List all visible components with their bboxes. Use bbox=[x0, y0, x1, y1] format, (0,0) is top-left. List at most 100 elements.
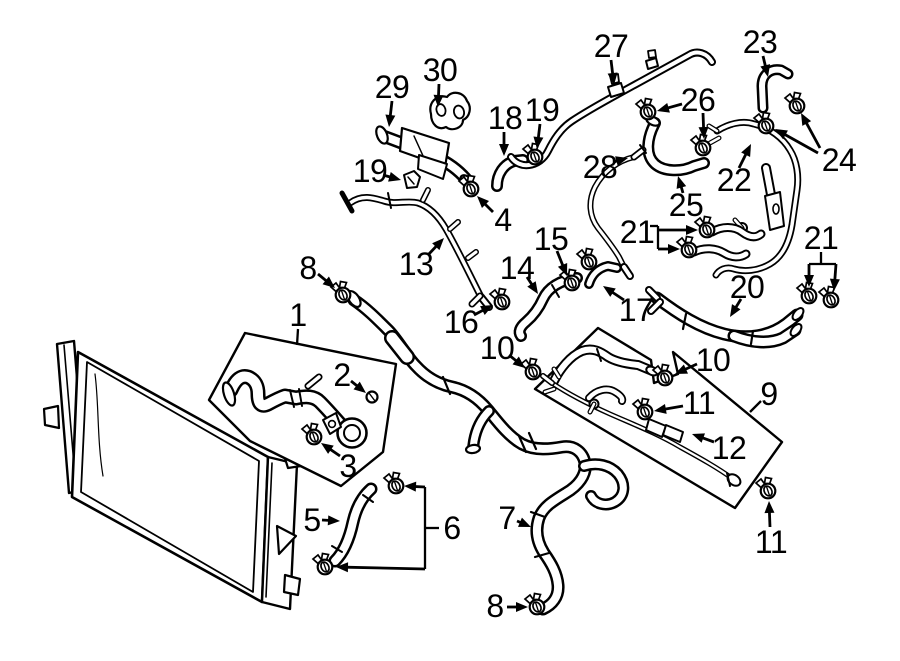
callout-label-17[interactable]: 17 bbox=[619, 292, 654, 328]
callout-label-20[interactable]: 20 bbox=[730, 269, 765, 305]
callout-label-10[interactable]: 10 bbox=[696, 342, 731, 378]
hose-collar bbox=[681, 312, 755, 346]
hose-clamp-icon[interactable] bbox=[523, 592, 546, 616]
callout-label-26[interactable]: 26 bbox=[681, 82, 716, 118]
hose-clamp-icon[interactable] bbox=[311, 552, 334, 576]
hose-clamp-icon[interactable] bbox=[754, 476, 777, 500]
radiator-left-bracket bbox=[42, 404, 61, 430]
pipe-core bbox=[509, 50, 714, 168]
hose-clamp-icon[interactable] bbox=[689, 133, 712, 157]
callout-label-10[interactable]: 10 bbox=[480, 330, 515, 366]
callout-label-12[interactable]: 12 bbox=[712, 430, 747, 466]
callout-arrowhead bbox=[527, 281, 538, 294]
callout-label-22[interactable]: 22 bbox=[717, 162, 752, 198]
callout-label-5[interactable]: 5 bbox=[303, 502, 321, 538]
connector-tube-core bbox=[586, 263, 620, 287]
callout-label-24[interactable]: 24 bbox=[822, 142, 857, 178]
callout-label-16[interactable]: 16 bbox=[444, 304, 479, 340]
part-27-vent-pipe[interactable] bbox=[507, 48, 716, 170]
callout-label-29[interactable]: 29 bbox=[375, 69, 410, 105]
callout-label-19[interactable]: 19 bbox=[353, 153, 388, 189]
part-5-lower-hose[interactable] bbox=[328, 482, 378, 568]
pipe-clip bbox=[645, 57, 659, 70]
callout-label-8[interactable]: 8 bbox=[299, 250, 317, 286]
part-28-pipe[interactable] bbox=[587, 144, 647, 280]
callout-label-19[interactable]: 19 bbox=[525, 92, 560, 128]
callout-arrowhead bbox=[433, 94, 444, 107]
part-25-hose[interactable] bbox=[642, 114, 710, 177]
callout-label-30[interactable]: 30 bbox=[423, 52, 458, 88]
pipe-tick bbox=[639, 144, 647, 154]
hose-clamp-icon[interactable] bbox=[519, 357, 542, 381]
callout-label-28[interactable]: 28 bbox=[583, 149, 618, 185]
callout-label-2[interactable]: 2 bbox=[333, 357, 351, 393]
hose-clamp-icon[interactable] bbox=[382, 471, 405, 495]
callout-label-14[interactable]: 14 bbox=[500, 250, 535, 286]
hose-collar bbox=[441, 375, 551, 559]
callout-label-21[interactable]: 21 bbox=[620, 214, 655, 250]
hose-collar bbox=[289, 388, 303, 408]
callout-arrowhead bbox=[741, 144, 751, 157]
callout-label-3[interactable]: 3 bbox=[339, 448, 357, 484]
pipe-core bbox=[714, 120, 800, 277]
hose-clamp-icon[interactable] bbox=[634, 97, 657, 121]
hose-clamp-icon[interactable] bbox=[817, 285, 840, 309]
callout-label-6[interactable]: 6 bbox=[443, 510, 461, 546]
hose-branch-core bbox=[580, 460, 627, 508]
callout-arrowhead bbox=[615, 156, 628, 166]
callout-label-9[interactable]: 9 bbox=[760, 376, 778, 412]
pipe-tip-core bbox=[622, 265, 632, 278]
callout-arrow-line bbox=[804, 120, 822, 149]
part-14-hose[interactable] bbox=[513, 272, 583, 342]
hose-clamp-icon[interactable] bbox=[575, 247, 598, 271]
hose-branch-core bbox=[469, 407, 493, 452]
callout-arrowhead bbox=[603, 286, 616, 297]
pipe-stub-core bbox=[708, 136, 721, 145]
callout-arrowhead bbox=[668, 244, 680, 254]
callout-arrow-line bbox=[833, 263, 838, 283]
callout-label-27[interactable]: 27 bbox=[594, 28, 629, 64]
callout-label-1[interactable]: 1 bbox=[289, 297, 307, 333]
hose-collar bbox=[551, 284, 560, 298]
callout-label-8[interactable]: 8 bbox=[486, 588, 504, 624]
part-7-hose-assembly[interactable] bbox=[345, 289, 630, 616]
callout-arrowhead bbox=[730, 304, 741, 317]
hose-stub-core bbox=[306, 375, 321, 388]
callout-label-25[interactable]: 25 bbox=[669, 187, 704, 223]
callout-label-21[interactable]: 21 bbox=[804, 220, 839, 256]
hose-clamp-icon[interactable] bbox=[783, 91, 806, 115]
part-23-elbow-hose[interactable] bbox=[756, 64, 794, 114]
hose-collar bbox=[596, 348, 602, 362]
callout-label-23[interactable]: 23 bbox=[743, 24, 778, 60]
pipe-opening bbox=[375, 125, 389, 145]
part-17-connector[interactable] bbox=[584, 261, 622, 289]
callout-label-15[interactable]: 15 bbox=[534, 221, 569, 257]
callout-arrowhead bbox=[607, 72, 618, 85]
hose-bulge-core bbox=[386, 332, 413, 363]
callout-label-13[interactable]: 13 bbox=[399, 246, 434, 282]
part-20-y-hose[interactable] bbox=[645, 286, 806, 349]
part-13-coolant-pipe[interactable] bbox=[339, 187, 493, 311]
branch-hose-core bbox=[691, 246, 749, 260]
hose-collar bbox=[331, 494, 374, 553]
hose-clamp-icon[interactable] bbox=[329, 280, 352, 304]
hose-clamp-icon[interactable] bbox=[795, 281, 818, 305]
part-29-water-outlet[interactable] bbox=[374, 125, 473, 187]
callout-label-7[interactable]: 7 bbox=[498, 500, 516, 536]
hose-clamp-icon[interactable] bbox=[675, 235, 698, 259]
callout-label-11[interactable]: 11 bbox=[683, 385, 716, 421]
hose-clamp-icon[interactable] bbox=[457, 174, 480, 198]
callout-label-18[interactable]: 18 bbox=[488, 100, 523, 136]
heater-hose-short-core bbox=[586, 387, 625, 404]
part-19-retainer-clip[interactable] bbox=[403, 170, 421, 189]
part-22-pipe-assembly[interactable] bbox=[689, 118, 802, 279]
part-9-hose-panel[interactable] bbox=[533, 326, 784, 510]
callout-label-4[interactable]: 4 bbox=[494, 202, 512, 238]
part-1-upper-hose-panel[interactable] bbox=[207, 331, 398, 488]
callout-label-11[interactable]: 11 bbox=[755, 524, 788, 560]
hose-end-bore bbox=[343, 424, 361, 442]
pipe-nozzle-core bbox=[632, 148, 645, 159]
